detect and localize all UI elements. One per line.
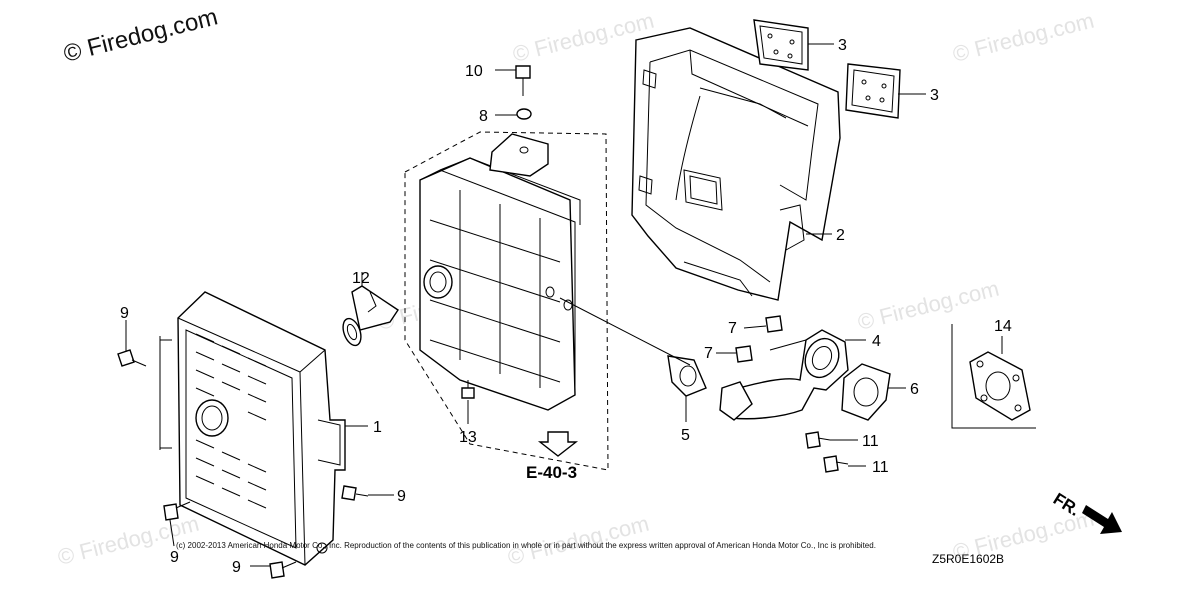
- reference-arrow: E-40-3: [526, 431, 579, 482]
- spark-arrester-drawing: [342, 285, 399, 347]
- fasteners-drawing: [117, 65, 849, 579]
- front-arrow-icon: [1082, 505, 1122, 534]
- callout-4: 4: [872, 333, 881, 350]
- callout-3: 3: [930, 87, 939, 104]
- callouts: 10 8 3 3 2 4 6 7 7 5 11 11 1 9 9 9 9 12 …: [120, 37, 1012, 576]
- callout-10: 10: [465, 63, 483, 80]
- gasket-14-drawing: [951, 324, 1036, 429]
- diagram-code: Z5R0E1602B: [932, 552, 1004, 566]
- callout-7: 7: [704, 345, 713, 362]
- callout-1: 1: [373, 419, 382, 436]
- watermark: © Firedog.com: [950, 8, 1096, 67]
- callout-3: 3: [838, 37, 847, 54]
- exhaust-gasket-drawing: [841, 363, 891, 421]
- callout-5: 5: [681, 427, 690, 444]
- callout-6: 6: [910, 381, 919, 398]
- callout-11: 11: [872, 459, 889, 476]
- callout-9: 9: [170, 549, 179, 566]
- callout-9: 9: [232, 559, 241, 576]
- callout-8: 8: [479, 108, 488, 125]
- callout-7: 7: [728, 320, 737, 337]
- gasket-3a-drawing: [753, 19, 809, 71]
- callout-11: 11: [862, 433, 879, 450]
- callout-12: 12: [352, 270, 370, 287]
- gasket-3b-drawing: [845, 63, 901, 119]
- watermark: © Firedog.com: [855, 276, 1001, 335]
- firedog-logo: © Firedog.com: [61, 3, 221, 67]
- exhaust-pipe-drawing: [719, 329, 849, 421]
- muffler-protector-drawing: [631, 27, 841, 301]
- callout-14: 14: [994, 318, 1012, 335]
- muffler-assembly-drawing: [404, 131, 609, 471]
- callout-2: 2: [836, 227, 845, 244]
- muffler-cover-drawing: [159, 291, 346, 566]
- reference-label: E-40-3: [526, 463, 577, 482]
- callout-9: 9: [397, 488, 406, 505]
- callout-13: 13: [459, 429, 477, 446]
- leader-lines: [125, 43, 1003, 567]
- callout-9: 9: [120, 305, 129, 322]
- copyright-notice: (c) 2002-2013 American Honda Motor Co., …: [176, 541, 876, 550]
- watermark: © Firedog.com: [510, 8, 656, 67]
- muffler-gasket-drawing: [667, 355, 707, 397]
